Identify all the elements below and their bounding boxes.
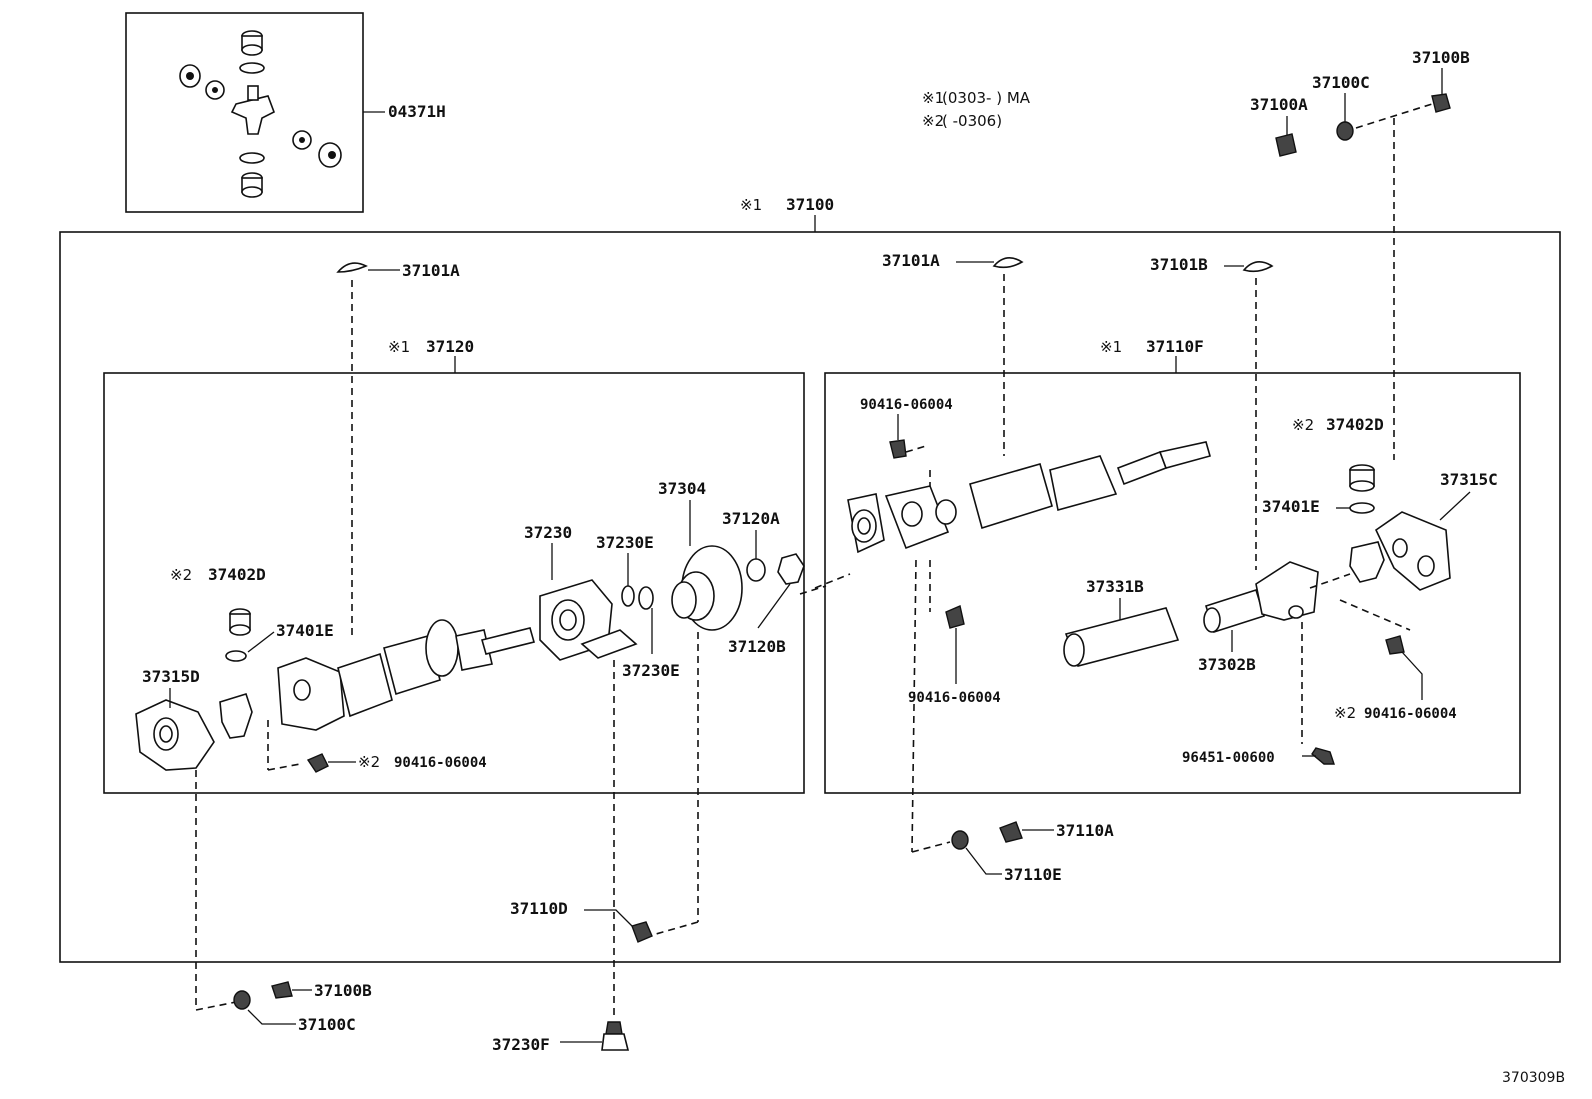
label-37230: 37230 (524, 523, 572, 542)
label-37100A: 37100A (1250, 95, 1308, 114)
label-90416-left-mark: ※2 (358, 753, 380, 771)
label-37100B-top: 37100B (1412, 48, 1470, 67)
washer-37100C-top (1336, 121, 1354, 141)
label-37110D: 37110D (510, 899, 568, 918)
label-37101B: 37101B (1150, 255, 1208, 274)
label-37315C: 37315C (1440, 470, 1498, 489)
label-37402D-right: 37402D (1326, 415, 1384, 434)
nut-37120B (777, 553, 805, 585)
bolt-37230F (605, 1021, 623, 1035)
bolt-90416-top (889, 439, 907, 459)
note-1-mark: ※1 (922, 89, 944, 107)
washer-37120A (746, 558, 766, 582)
note-2-text: ( -0306) (942, 112, 1002, 130)
label-37100: 37100 (786, 195, 834, 214)
center-propeller-shaft (135, 619, 535, 771)
label-37100C-top: 37100C (1312, 73, 1370, 92)
label-37402D-left-mark: ※2 (170, 566, 192, 584)
flange-37315C (1374, 511, 1451, 591)
label-90416-mid: 90416-06004 (908, 690, 1001, 706)
rear-propeller-shaft (847, 441, 1211, 554)
label-37120: 37120 (426, 337, 474, 356)
label-37230E-a: 37230E (596, 533, 654, 552)
assembly-frame-37100 (59, 231, 1561, 963)
label-37331B: 37331B (1086, 577, 1144, 596)
fitting-96451 (1311, 747, 1335, 765)
ring-37401E-left (225, 650, 247, 662)
label-37120B: 37120B (728, 637, 786, 656)
note-2-mark: ※2 (922, 112, 944, 130)
figure-code: 370309B (1502, 1070, 1565, 1086)
washer-37230E-a (621, 585, 635, 607)
label-37120-mark: ※1 (388, 338, 410, 356)
label-90416-right-mark: ※2 (1334, 704, 1356, 722)
bolt-37100A (1275, 133, 1297, 157)
flange-37304 (671, 545, 743, 631)
label-37101A-left: 37101A (402, 261, 460, 280)
subassembly-frame-37120 (103, 372, 805, 794)
label-37100C-bottom: 37100C (298, 1015, 356, 1034)
washer-37100C-bottom (233, 990, 251, 1010)
label-37402D-right-mark: ※2 (1292, 416, 1314, 434)
label-37110F-mark: ※1 (1100, 338, 1122, 356)
clip-37101A-left (336, 262, 368, 273)
label-37315D: 37315D (142, 667, 200, 686)
label-37100B-bottom: 37100B (314, 981, 372, 1000)
label-90416-top: 90416-06004 (860, 397, 953, 413)
ring-37401E-right (1349, 502, 1375, 514)
subassembly-frame-37110F (824, 372, 1521, 794)
bolt-90416-left (306, 753, 329, 773)
label-90416-left: 90416-06004 (394, 755, 487, 771)
label-90416-right: 90416-06004 (1364, 706, 1457, 722)
label-37230F: 37230F (492, 1035, 550, 1054)
label-37302B: 37302B (1198, 655, 1256, 674)
label-37230E-b: 37230E (622, 661, 680, 680)
label-96451: 96451-00600 (1182, 750, 1275, 766)
label-37401E-left: 37401E (276, 621, 334, 640)
label-37100-mark: ※1 (740, 196, 762, 214)
spider-kit-icon (179, 30, 342, 198)
label-37110E: 37110E (1004, 865, 1062, 884)
bolt-37110A (999, 821, 1023, 843)
note-1-text: (0303- ) MA (942, 89, 1031, 107)
center-bearing-37230 (539, 579, 638, 661)
label-37110F: 37110F (1146, 337, 1204, 356)
label-37304: 37304 (658, 479, 706, 498)
nut-37110D (631, 921, 653, 943)
label-37101A-mid: 37101A (882, 251, 940, 270)
clip-37101B (1242, 261, 1274, 273)
washer-37110E (951, 830, 969, 850)
label-37120A: 37120A (722, 509, 780, 528)
nut-37100B-bottom (271, 981, 293, 999)
clip-37101A-mid (992, 257, 1024, 269)
label-37402D-left: 37402D (208, 565, 266, 584)
label-04371H: 04371H (388, 102, 446, 121)
spider-right (1349, 541, 1385, 583)
label-37401E-right: 37401E (1262, 497, 1320, 516)
nut-37100B-top (1431, 93, 1451, 113)
bolt-90416-right (1385, 635, 1405, 655)
washer-37230E-b (638, 586, 654, 610)
bolt-90416-mid (945, 605, 965, 629)
label-37110A: 37110A (1056, 821, 1114, 840)
